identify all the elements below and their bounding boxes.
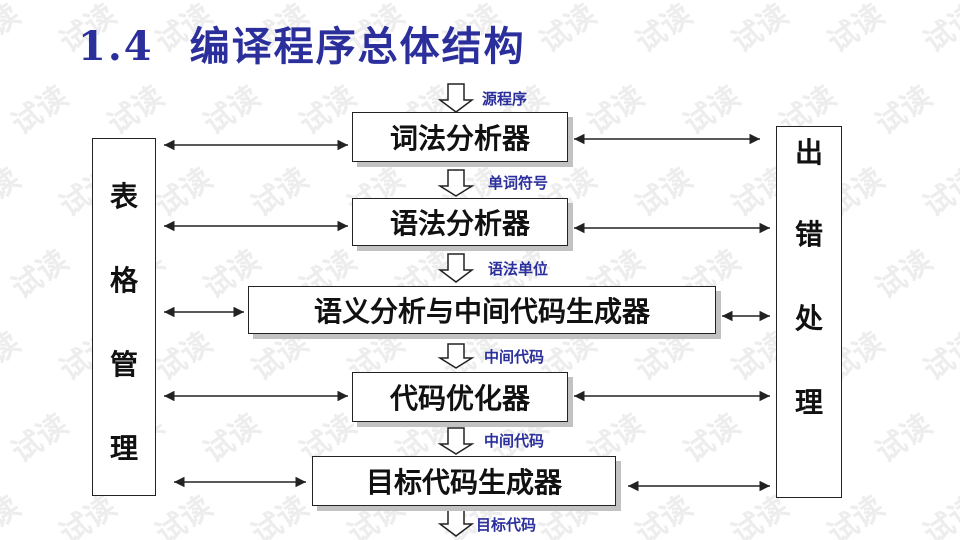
code-optimizer-label: 代码优化器 bbox=[389, 382, 530, 415]
flow-arrow-5 bbox=[437, 427, 475, 455]
semantic-ir-generator-label: 语义分析与中间代码生成器 bbox=[313, 295, 650, 328]
lexical-analyzer-label: 词法分析器 bbox=[389, 122, 530, 155]
flow-label-ir-2: 中间代码 bbox=[484, 432, 545, 450]
code-optimizer-box: 代码优化器 bbox=[352, 372, 568, 422]
page-title: 1.4 编译程序总体结构 bbox=[78, 14, 526, 72]
flow-label-ir-1: 中间代码 bbox=[484, 348, 545, 366]
table-management-char-3: 管 bbox=[109, 348, 138, 381]
syntax-analyzer-label: 语法分析器 bbox=[389, 207, 530, 240]
table-management-box: 表 格 管 理 bbox=[92, 138, 156, 496]
flow-arrow-3 bbox=[437, 253, 475, 283]
flow-arrow-6 bbox=[437, 509, 475, 537]
flow-label-tokens: 单词符号 bbox=[488, 174, 549, 192]
target-code-generator-label: 目标代码生成器 bbox=[365, 466, 562, 499]
syntax-analyzer-box: 语法分析器 bbox=[352, 198, 568, 246]
error-handling-char-4: 理 bbox=[794, 386, 823, 419]
error-handling-char-3: 处 bbox=[794, 302, 823, 335]
flow-arrow-2 bbox=[437, 169, 475, 197]
flow-arrow-4 bbox=[437, 343, 475, 369]
semantic-ir-generator-box: 语义分析与中间代码生成器 bbox=[248, 286, 716, 334]
table-management-char-1: 表 bbox=[109, 180, 138, 213]
flow-label-target-code: 目标代码 bbox=[476, 516, 537, 534]
error-handling-char-1: 出 bbox=[794, 136, 823, 169]
target-code-generator-box: 目标代码生成器 bbox=[312, 456, 616, 506]
title-text: 编译程序总体结构 bbox=[189, 23, 526, 70]
table-management-char-4: 理 bbox=[109, 432, 138, 465]
lexical-analyzer-box: 词法分析器 bbox=[352, 112, 568, 162]
title-number: 1.4 bbox=[78, 23, 154, 70]
error-handling-char-2: 错 bbox=[794, 218, 823, 251]
error-handling-box: 出 错 处 理 bbox=[776, 126, 842, 498]
table-management-char-2: 格 bbox=[109, 264, 138, 297]
flow-arrow-1 bbox=[437, 83, 475, 113]
flow-label-syntax-units: 语法单位 bbox=[488, 260, 549, 278]
flow-label-source-program: 源程序 bbox=[482, 90, 528, 108]
